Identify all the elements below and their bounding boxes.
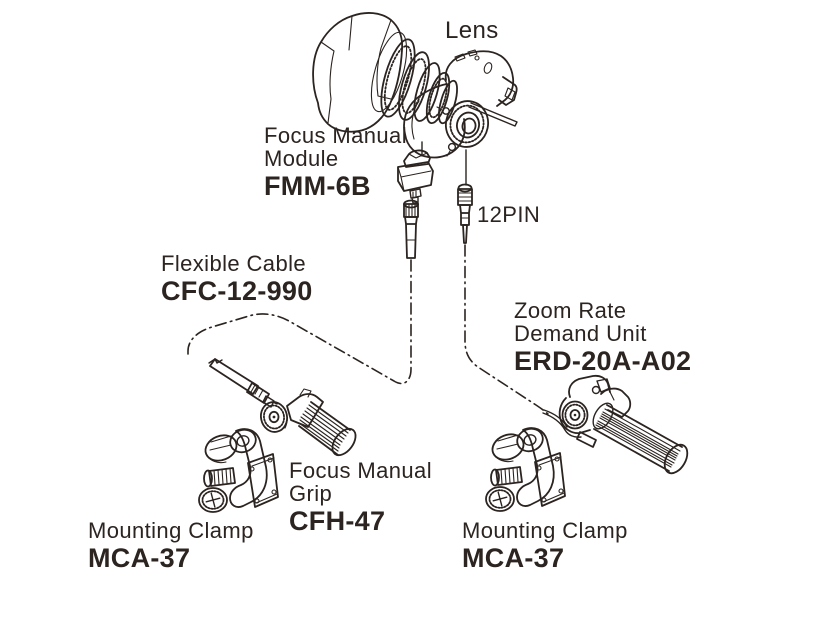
cable-connector-illustration <box>403 199 419 259</box>
focus-grip-illustration <box>260 388 357 457</box>
grip-name-line2: Grip <box>289 481 333 506</box>
12pin-cable-route <box>464 244 550 416</box>
fmm-name-line1: Focus Manual <box>264 123 407 148</box>
clamp-left-name: Mounting Clamp <box>88 518 254 543</box>
fmm-model: FMM-6B <box>264 171 371 201</box>
erd-model: ERD-20A-A02 <box>514 346 692 376</box>
label-focus-manual-grip: Focus Manual Grip CFH-47 <box>289 459 432 536</box>
clamp-right-model: MCA-37 <box>462 543 565 573</box>
erd-name-line1: Zoom Rate <box>514 298 627 323</box>
flexible-cable-route <box>187 259 412 385</box>
grip-name-line1: Focus Manual <box>289 458 432 483</box>
erd-unit-illustration <box>542 374 689 475</box>
clamp-left-model: MCA-37 <box>88 543 191 573</box>
mounting-clamp-illustration-right <box>485 424 566 512</box>
grip-model: CFH-47 <box>289 506 386 536</box>
erd-name-line2: Demand Unit <box>514 321 647 346</box>
label-focus-manual-module: Focus Manual Module FMM-6B <box>264 124 407 201</box>
clamp-right-name: Mounting Clamp <box>462 518 628 543</box>
flexible-cable-model: CFC-12-990 <box>161 276 313 306</box>
lens-label-text: Lens <box>445 17 499 44</box>
lens-illustration <box>312 12 518 186</box>
label-mounting-clamp-right: Mounting Clamp MCA-37 <box>462 519 628 573</box>
flexible-cable-name: Flexible Cable <box>161 251 307 276</box>
label-mounting-clamp-left: Mounting Clamp MCA-37 <box>88 519 254 573</box>
fmm-name-line2: Module <box>264 146 339 171</box>
label-lens: Lens <box>445 17 499 44</box>
mounting-clamp-illustration <box>198 428 279 513</box>
label-12pin: 12PIN <box>477 203 540 226</box>
12pin-connector-illustration <box>457 183 473 244</box>
flexible-cable-illustration <box>208 358 278 408</box>
label-zoom-rate-demand-unit: Zoom Rate Demand Unit ERD-20A-A02 <box>514 299 691 376</box>
12pin-label-text: 12PIN <box>477 202 541 227</box>
label-flexible-cable: Flexible Cable CFC-12-990 <box>161 252 313 306</box>
